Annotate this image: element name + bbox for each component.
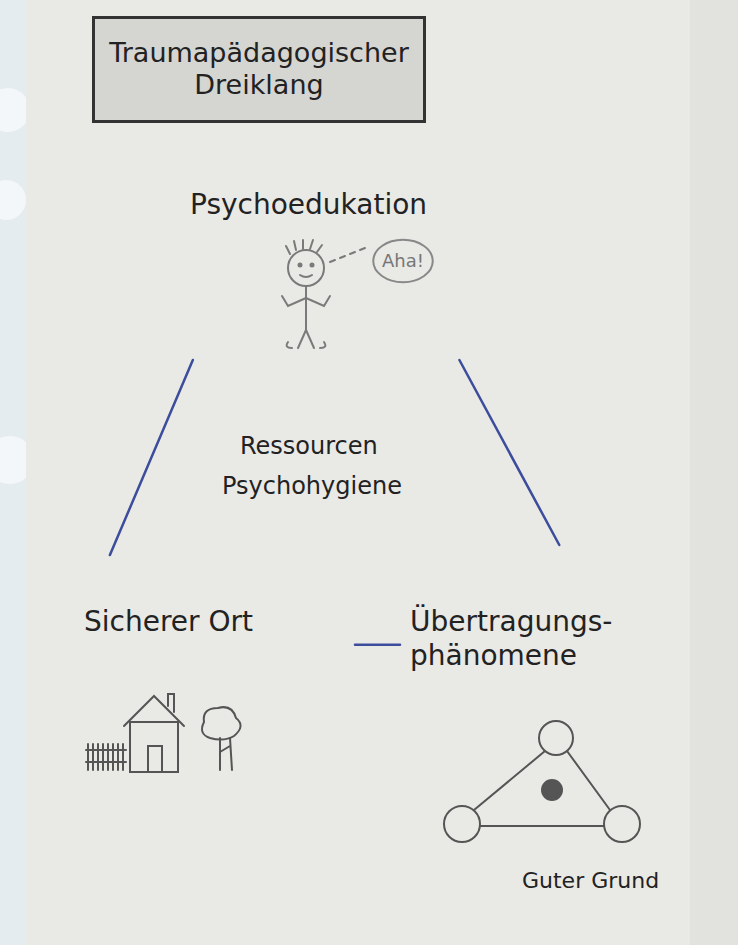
connector-line (110, 360, 193, 555)
triangle-symbol (444, 721, 640, 842)
concept-node: Übertragungs- phänomene (400, 545, 670, 855)
note-label: Psychohygiene (222, 472, 402, 500)
speech-bubble: Aha! (372, 238, 434, 284)
house-drawing (86, 694, 241, 772)
title-text: Traumapädagogischer Dreiklang (109, 37, 409, 102)
title-box: Traumapädagogischer Dreiklang (92, 16, 426, 123)
concept-node: Sicherer Ort (70, 555, 355, 785)
node-text: Psychoedukation (190, 188, 480, 222)
stick-figure (282, 240, 365, 348)
connector-line (355, 643, 400, 646)
note-label: Guter Grund (522, 868, 659, 893)
connector-line (459, 360, 559, 545)
node-text: Übertragungs- phänomene (410, 605, 660, 672)
note-label: Ressourcen (240, 432, 378, 460)
concept-node: PsychoedukationAha! (150, 180, 490, 360)
bubble-text: Aha! (382, 250, 424, 272)
node-text: Sicherer Ort (84, 605, 345, 639)
